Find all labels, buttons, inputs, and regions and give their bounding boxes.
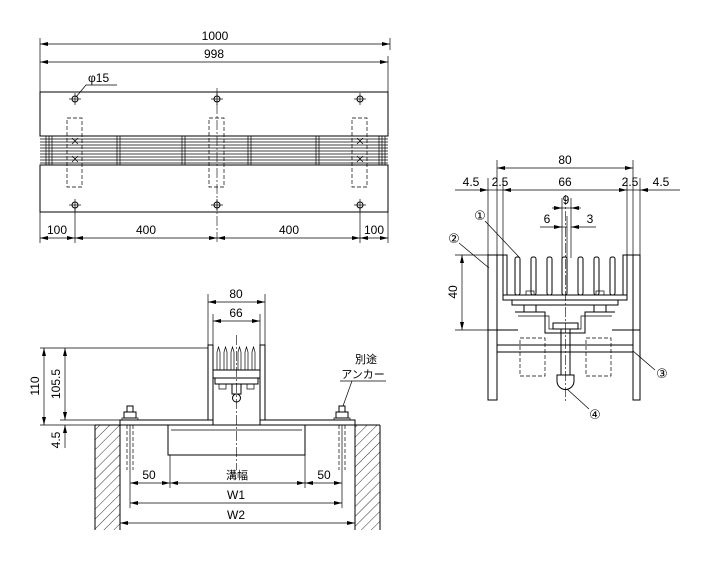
anchor-washer-left xyxy=(121,417,139,421)
bearing-bar xyxy=(237,345,242,370)
callout-2: ② xyxy=(448,232,460,247)
frame-right-flange xyxy=(259,419,356,426)
overall-length-label: 1000 xyxy=(202,29,229,43)
hidden-anchor-center xyxy=(208,117,225,188)
bearing-bar xyxy=(244,345,249,370)
bolt-mark xyxy=(356,155,364,163)
bolt-nut-left xyxy=(218,383,227,390)
installation-section-view: 80 66 110 105.5 4.5 xyxy=(28,287,386,530)
frame-width-label: 80 xyxy=(229,287,243,301)
bearing-bar xyxy=(514,256,521,296)
hidden-anchor-right xyxy=(585,337,612,377)
anchor-note-leader xyxy=(342,380,353,407)
pitch-label: 400 xyxy=(279,223,299,237)
callout-leader xyxy=(632,350,656,371)
frame-right-wall xyxy=(259,344,266,421)
pitch-label: 400 xyxy=(136,223,156,237)
frame-left-flange xyxy=(119,419,214,426)
bolt-head-left xyxy=(525,290,535,296)
callout-1: ① xyxy=(474,209,486,224)
bar-thickness-label: 3 xyxy=(587,212,594,226)
edge-distance-label: 50 xyxy=(142,468,156,482)
hidden-anchor-left xyxy=(519,337,546,377)
cross-member xyxy=(502,294,628,301)
mounting-hole xyxy=(354,93,366,105)
pitch-label: 100 xyxy=(47,223,67,237)
bearing-bar xyxy=(561,256,568,296)
bolt-nut-left xyxy=(523,304,537,313)
total-height-label: 110 xyxy=(28,376,42,395)
wall-thickness-label: 4.5 xyxy=(463,175,480,189)
bearing-bar xyxy=(609,256,616,296)
wall-thickness-label: 4.5 xyxy=(653,175,670,189)
pitch-label: 100 xyxy=(364,223,384,237)
bearing-bar xyxy=(251,345,256,370)
grating-end-plate xyxy=(502,254,508,296)
anchor-note-line-1: 別途 xyxy=(355,352,377,366)
center-bolt-cap-nut xyxy=(556,374,575,390)
anchor-nut-left xyxy=(123,411,137,419)
w1-label: W1 xyxy=(227,488,245,502)
right-angle-frame xyxy=(632,254,641,401)
flange-thickness-label: 4.5 xyxy=(49,431,63,448)
bar-gap-label: 6 xyxy=(544,212,551,226)
w2-label: W2 xyxy=(227,508,245,522)
anchor-bolt-head-right xyxy=(338,405,346,413)
bolt-mark xyxy=(71,155,79,163)
hole-leader-line xyxy=(75,84,117,98)
bearing-bars xyxy=(514,256,616,296)
anchor-bolt-head-left xyxy=(126,405,134,413)
bearing-bar xyxy=(577,256,584,296)
anchor-nut-right xyxy=(335,411,349,419)
bolt-nut-right xyxy=(246,383,255,390)
support-plate xyxy=(511,299,619,306)
grating-height-label: 40 xyxy=(446,285,460,299)
concrete-hatch-right xyxy=(355,425,380,530)
anchor-note-line-2: アンカー xyxy=(341,368,385,381)
frame-left-wall xyxy=(207,344,214,421)
mounting-holes xyxy=(69,93,366,211)
pitch-label: 9 xyxy=(563,193,570,207)
grating-bars xyxy=(216,345,256,370)
gap-label: 2.5 xyxy=(492,175,509,189)
mounting-hole xyxy=(69,93,81,105)
grating-band xyxy=(40,135,388,166)
inner-width-label: 66 xyxy=(229,306,243,320)
bolt-head-right xyxy=(595,290,605,296)
frame-width-label: 80 xyxy=(558,153,572,167)
bearing-bar xyxy=(530,256,537,296)
top-view: 1000 998 φ15 100 400 400 100 xyxy=(39,29,391,244)
left-angle-frame xyxy=(487,254,498,401)
trench-outline xyxy=(167,424,306,456)
bearing-bar xyxy=(230,345,235,370)
callout-leader xyxy=(566,388,590,410)
section-detail-view: 80 4.5 2.5 66 2.5 4.5 9 6 3 xyxy=(446,153,680,423)
callout-3: ③ xyxy=(656,367,668,382)
concrete-hatch-left xyxy=(95,425,120,530)
inner-width-label: 66 xyxy=(558,175,572,189)
gap-label: 2.5 xyxy=(622,175,639,189)
base-plate xyxy=(496,344,634,353)
bearing-bar xyxy=(546,256,553,296)
bearing-bar xyxy=(593,256,600,296)
edge-distance-label: 50 xyxy=(317,468,331,482)
bearing-bar xyxy=(223,345,228,370)
hanger-channel xyxy=(515,311,615,334)
bolt-mark xyxy=(71,137,79,145)
frame-height-label: 105.5 xyxy=(49,369,63,399)
bearing-bar xyxy=(216,345,221,370)
plate-length-label: 998 xyxy=(204,47,224,61)
hole-diameter-label: φ15 xyxy=(88,71,109,85)
bolt-nut-right xyxy=(593,304,607,313)
callout-leader xyxy=(458,242,490,269)
anchor-washer-right xyxy=(333,417,351,421)
bolt-mark xyxy=(356,137,364,145)
trench-width-label: 溝幅 xyxy=(226,469,248,482)
hidden-anchor-left xyxy=(66,117,83,188)
callout-4: ④ xyxy=(589,408,601,423)
callout-leader xyxy=(484,220,520,258)
hidden-anchor-right xyxy=(351,117,368,188)
grating-end-plate xyxy=(622,254,628,296)
